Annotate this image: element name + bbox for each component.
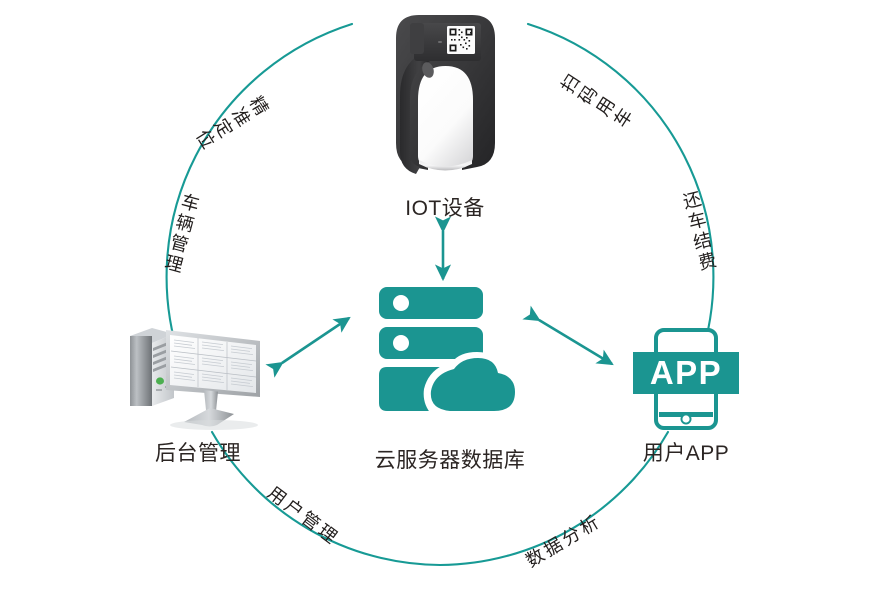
- lock-bottom-bar: [419, 160, 472, 171]
- monitor-text-lines: [173, 339, 254, 387]
- arc-top-left: [165, 22, 354, 362]
- computer-power-led: [156, 377, 164, 385]
- cloud-shape: [430, 358, 515, 411]
- computer-tower-body: [130, 336, 152, 406]
- smart-lock-icon: [378, 4, 513, 180]
- monitor-shadow: [170, 420, 258, 430]
- qr-code: [449, 28, 473, 52]
- cloud-server-icon: [372, 286, 524, 419]
- phone-app-banner: APP: [633, 352, 739, 394]
- node-label-cloud-server: 云服务器数据库: [374, 449, 526, 472]
- phone-app-banner-text: APP: [649, 354, 723, 391]
- server-led-1: [393, 295, 409, 311]
- connector-cloud-app: [522, 305, 614, 366]
- arc-top-right: [526, 22, 715, 362]
- desktop-computer-icon: [122, 318, 274, 430]
- node-label-backend: 后台管理: [155, 442, 241, 465]
- lock-button: [422, 62, 434, 78]
- monitor-neck: [204, 390, 218, 411]
- lock-panel-side: [410, 23, 424, 54]
- server-rack-2: [379, 327, 483, 359]
- arc-bottom-right: [438, 430, 670, 567]
- phone-home-button-inner: [682, 415, 690, 423]
- node-label-app: 用户APP: [642, 442, 730, 465]
- connector-backend-cloud: [265, 316, 351, 378]
- server-led-2: [393, 335, 409, 351]
- lock-led: [438, 41, 442, 43]
- arc-bottom-left: [210, 430, 442, 567]
- monitor-data-grid: [170, 338, 257, 390]
- node-label-iot: IOT设备: [405, 197, 485, 220]
- lock-left-arm: [400, 51, 432, 174]
- lock-shackle-hole: [418, 66, 473, 170]
- server-rack-1: [379, 287, 483, 319]
